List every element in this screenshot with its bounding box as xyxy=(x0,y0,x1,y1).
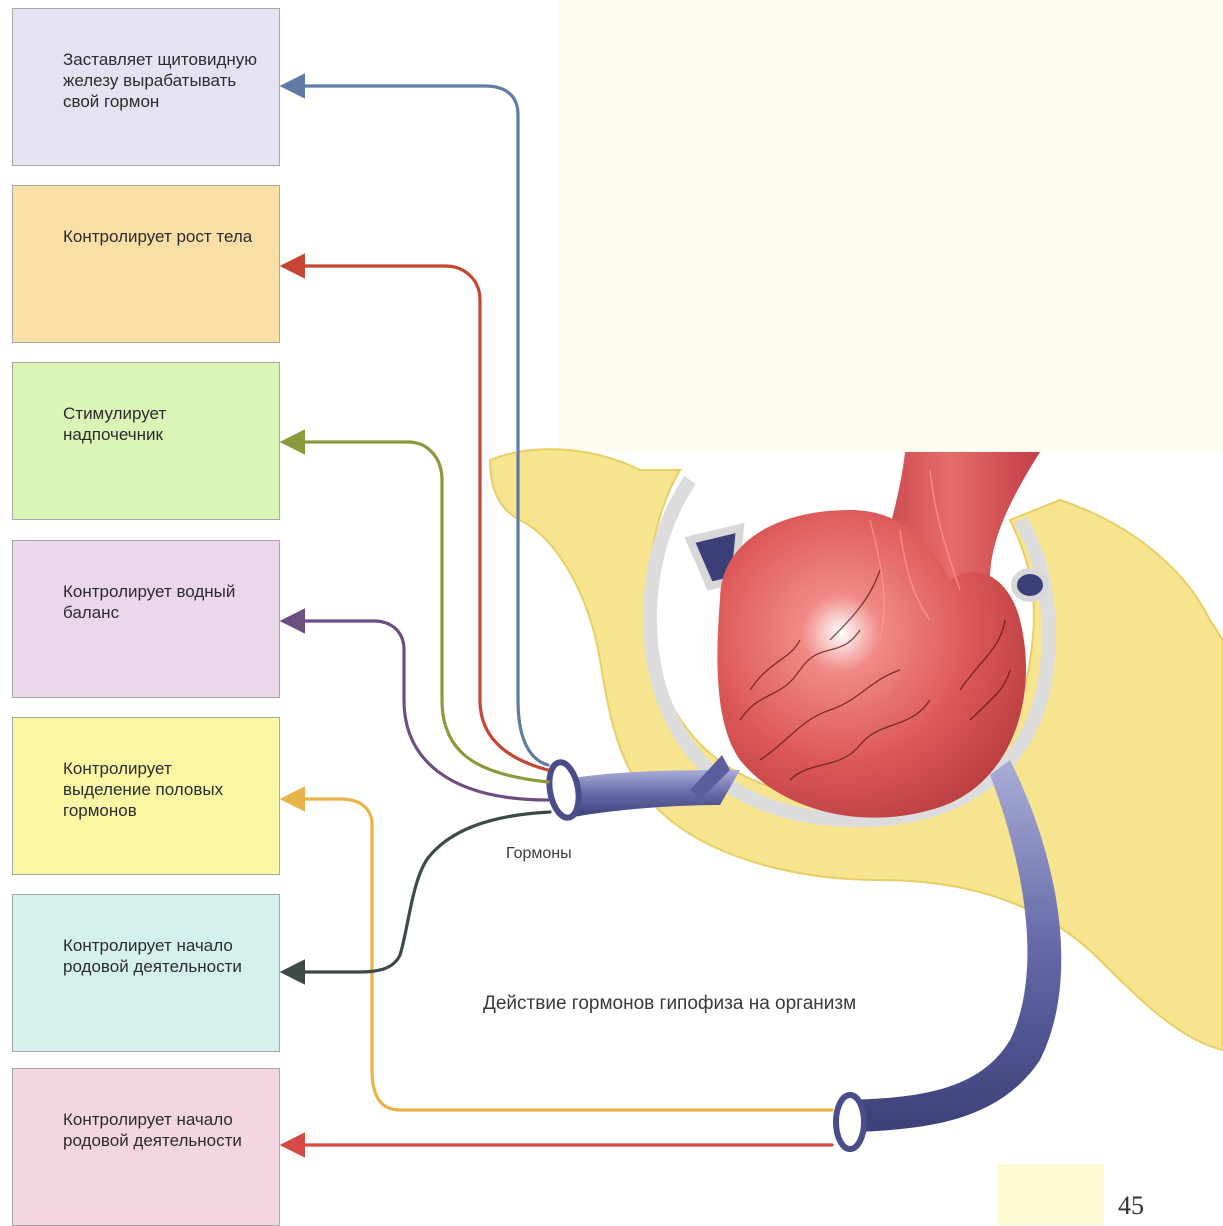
effect-box-labor-1: Контролирует начало родовой деятельности xyxy=(12,894,280,1052)
arrow-growth xyxy=(286,266,548,770)
effect-box-sex-hormones: Контролирует выделение половых гормонов xyxy=(12,717,280,875)
hormone-vessel-lower-opening xyxy=(836,1095,864,1149)
effect-box-growth: Контролирует рост тела xyxy=(12,185,280,343)
arrow-thyroid xyxy=(286,86,548,765)
effect-box-thyroid: Заставляет щитовидную железу вырабатыват… xyxy=(12,8,280,166)
hormones-label: Гормоны xyxy=(506,845,572,863)
effect-box-water: Контролирует водный баланс xyxy=(12,540,280,698)
effect-label-sex-hormones: Контролирует выделение половых гормонов xyxy=(63,758,263,821)
arrow-labor-upper xyxy=(286,812,550,972)
effect-label-growth: Контролирует рост тела xyxy=(63,226,263,247)
arrow-water xyxy=(286,621,548,800)
page-number: 45 xyxy=(1118,1191,1144,1221)
effect-label-labor-2: Контролирует начало родовой деятельности xyxy=(63,1109,263,1151)
effect-label-labor-1: Контролирует начало родовой деятельности xyxy=(63,935,263,977)
figure-caption: Действие гормонов гипофиза на организм xyxy=(483,993,856,1015)
vessel-section-right xyxy=(1014,571,1046,599)
effect-label-water: Контролирует водный баланс xyxy=(63,581,263,623)
effect-box-adrenal: Стимулирует надпочечник xyxy=(12,362,280,520)
page-number-patch xyxy=(998,1164,1104,1225)
effect-box-labor-2: Контролирует начало родовой деятельности xyxy=(12,1068,280,1226)
effect-label-adrenal: Стимулирует надпочечник xyxy=(63,403,263,445)
effect-label-thyroid: Заставляет щитовидную железу вырабатыват… xyxy=(63,49,263,112)
